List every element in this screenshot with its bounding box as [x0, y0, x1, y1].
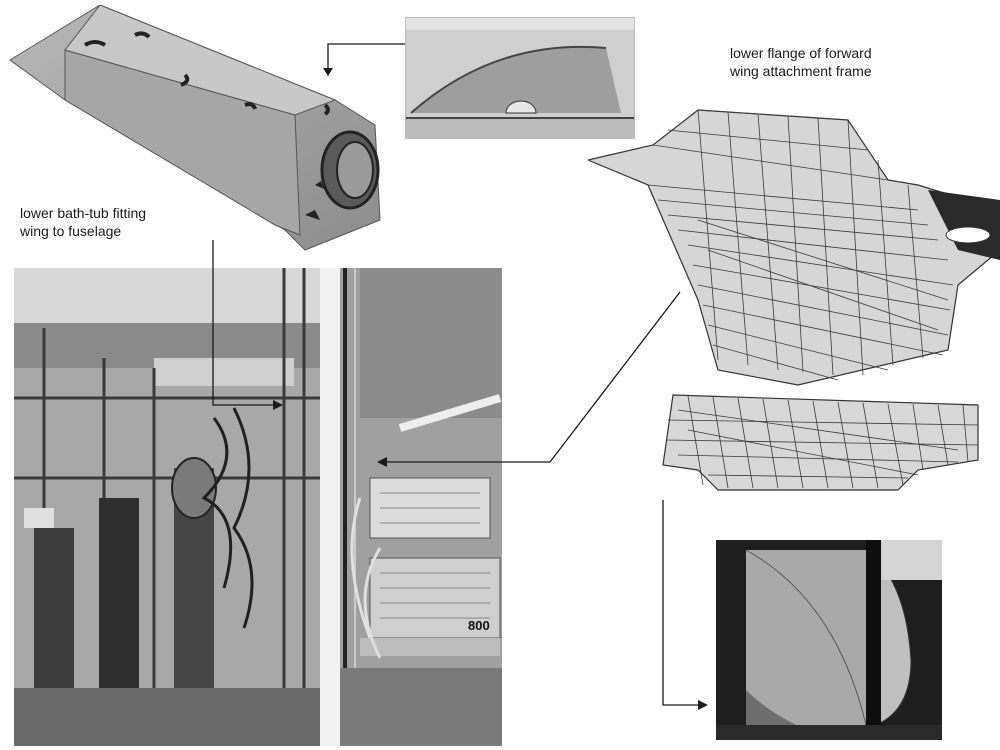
flange-label-line1: lower flange of forward: [730, 45, 872, 61]
flange-fem-section: [658, 390, 998, 495]
flange-label-line2: wing attachment frame: [730, 63, 872, 79]
leader-line-section: [662, 500, 708, 710]
bathtub-label-line1: lower bath-tub fitting: [20, 205, 147, 221]
bathtub-label-line2: wing to fuselage: [20, 223, 122, 239]
leader-line-flange: [377, 291, 681, 467]
bathtub-fitting-label: lower bath-tub fitting wing to fuselage: [20, 204, 146, 240]
fracture-surface-photo-top: [405, 17, 635, 139]
fracture-surface-photo-bottom: [716, 540, 942, 740]
flange-fem-mesh: [588, 100, 1000, 390]
leader-arrow-top: [323, 43, 408, 76]
test-rig-photo-right: 800: [340, 268, 502, 746]
flange-label: lower flange of forward wing attachment …: [730, 44, 872, 80]
panel-number: 800: [468, 618, 490, 633]
leader-line-bathtub: [212, 240, 283, 410]
bathtub-fem-model: [5, 5, 390, 255]
test-rig-photo-left: [14, 268, 320, 746]
photo-divider: [320, 268, 340, 746]
